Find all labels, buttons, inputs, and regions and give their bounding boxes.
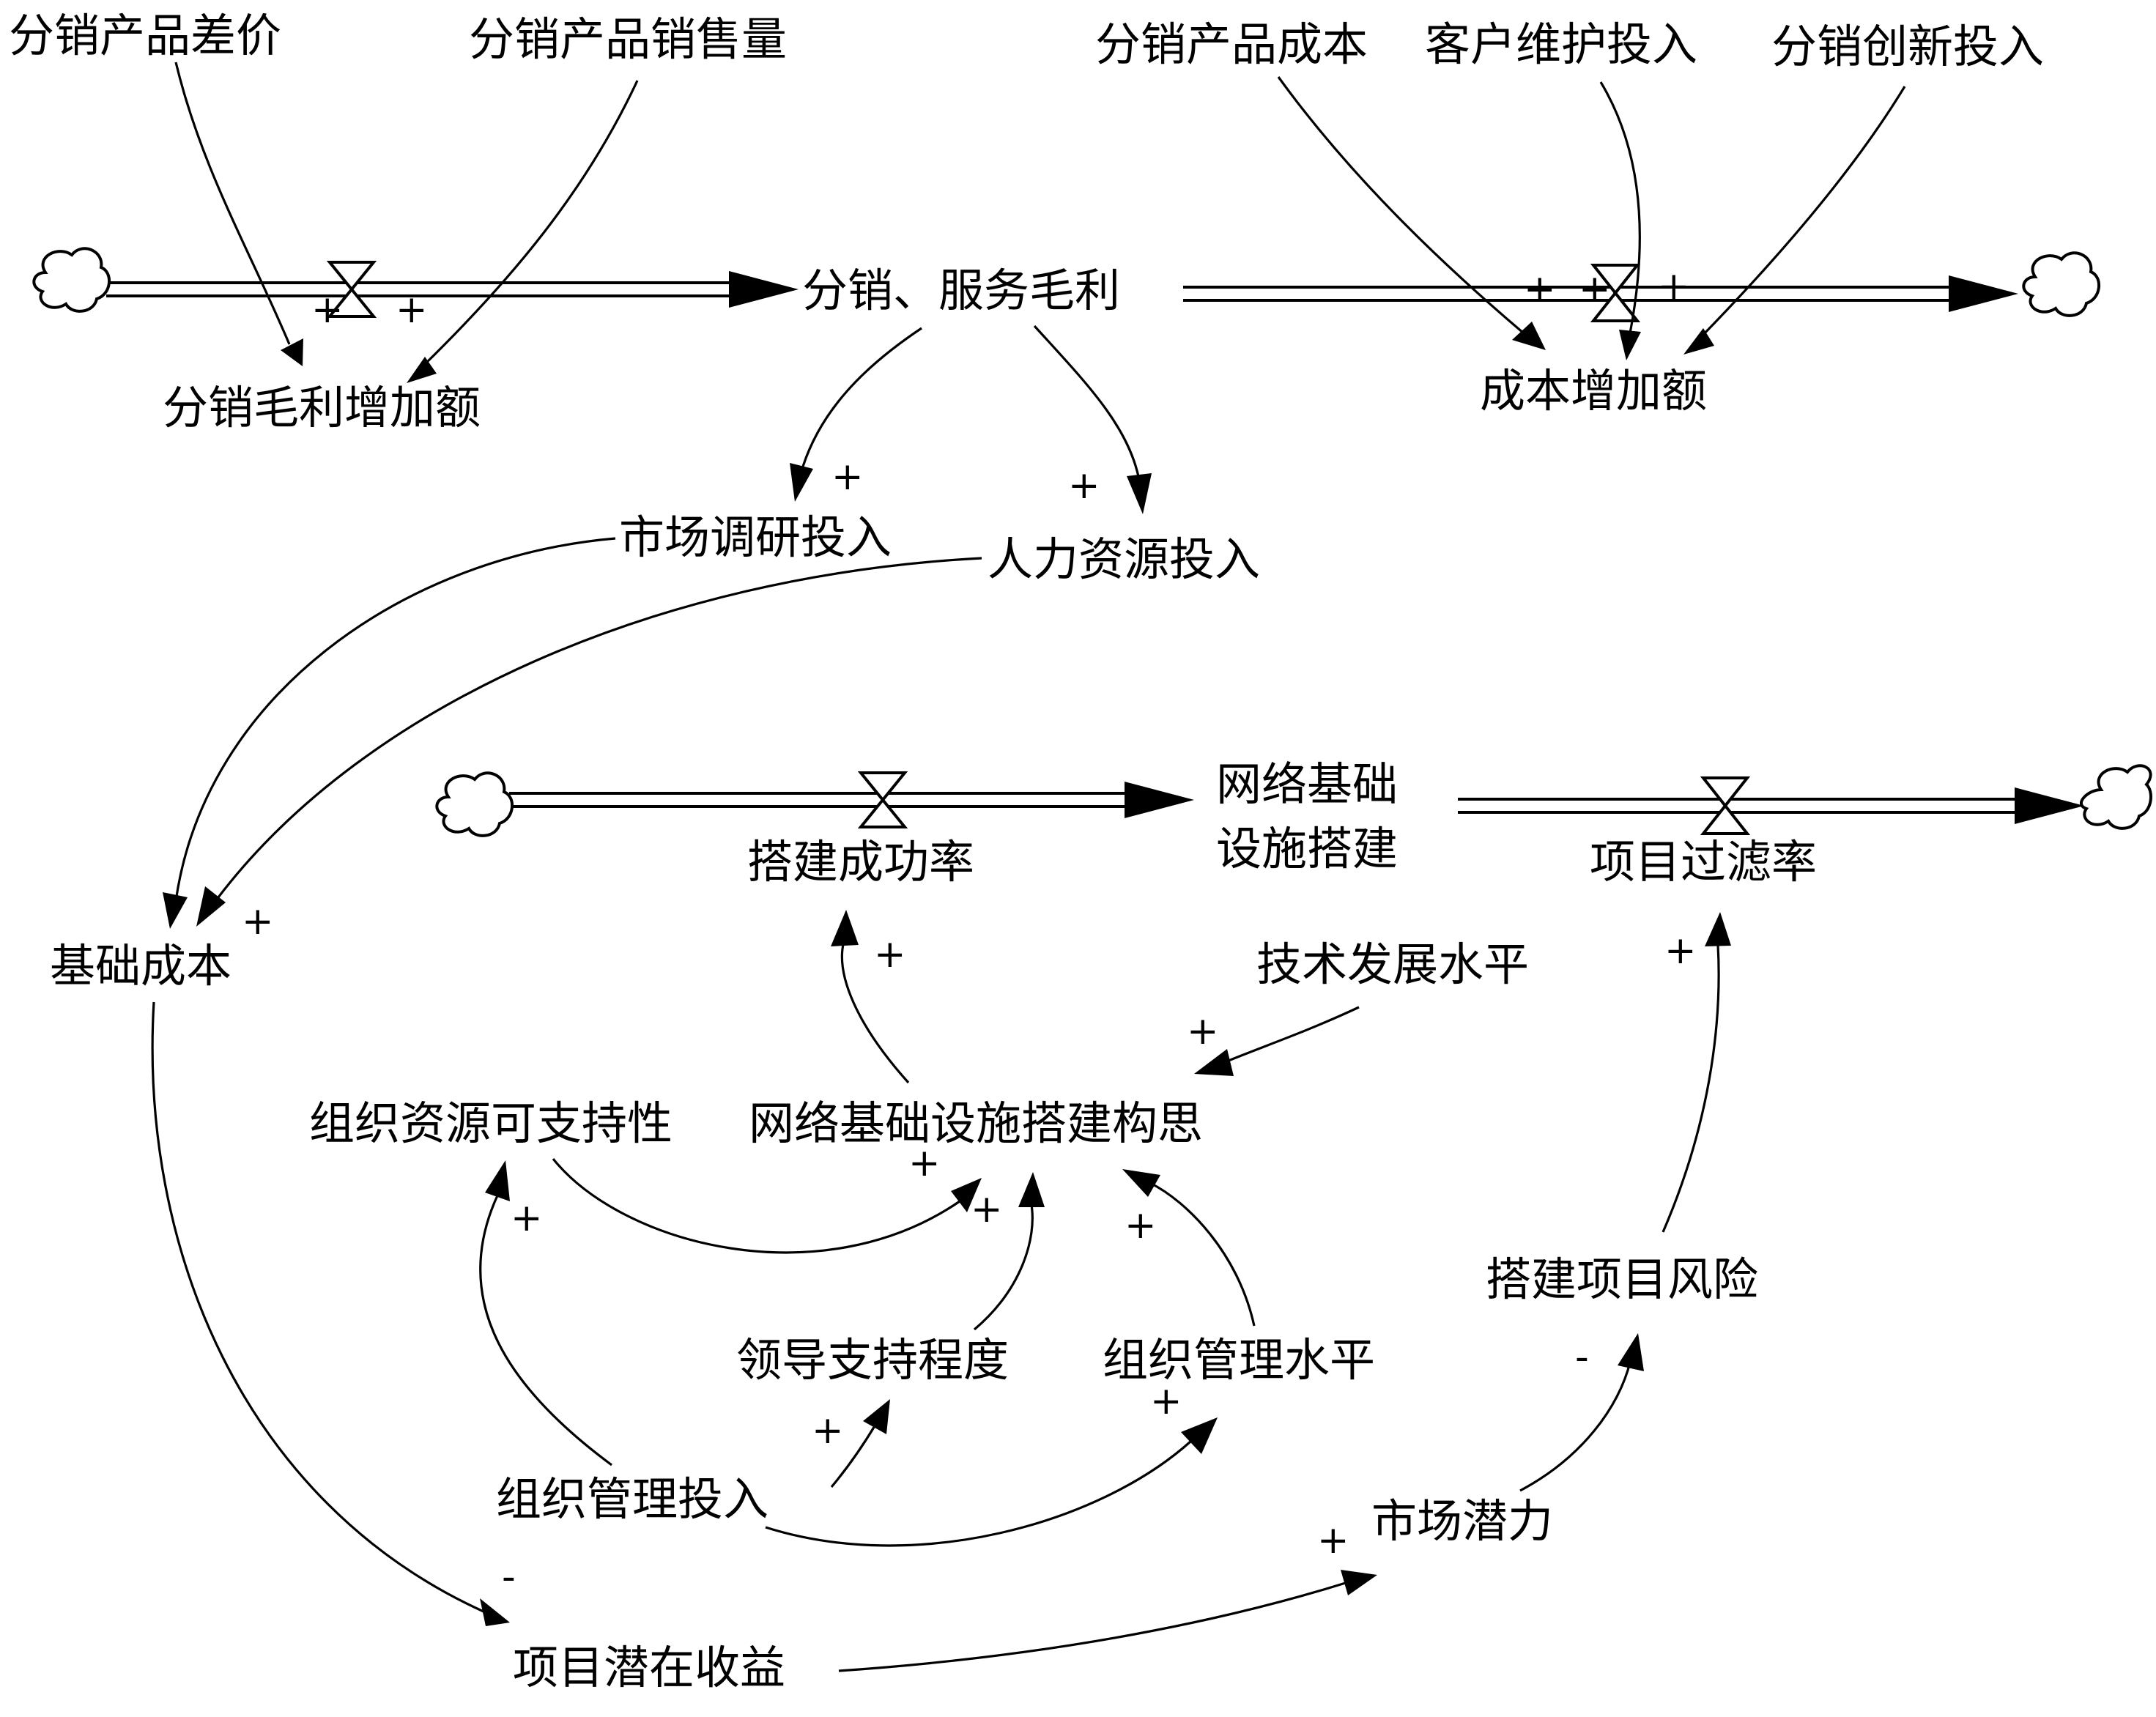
- sign-base-cost-to-revenue: -: [502, 1555, 516, 1599]
- link-customer-maintenance-to-cost-increase: [1599, 81, 1641, 334]
- sign-mgmt-to-resource: +: [511, 1196, 543, 1240]
- sign-risk-to-filter: +: [1664, 929, 1697, 973]
- valve-cost-increase: [1590, 264, 1641, 322]
- var-project-potential-revenue: 项目潜在收益: [513, 1641, 785, 1694]
- cloud-source-top-left-icon: [32, 247, 111, 313]
- sign-resource-to-concept: +: [908, 1141, 941, 1185]
- var-leader-support: 领导支持程度: [736, 1333, 1009, 1387]
- sign-revenue-to-market: +: [1317, 1518, 1349, 1562]
- link-innovation-to-cost-increase: [1698, 86, 1906, 340]
- link-hr-to-base-cost: [217, 557, 982, 898]
- sign-customer-maintenance: +: [1579, 267, 1611, 311]
- flow-cost-increase: 成本增加额: [1480, 364, 1707, 418]
- var-dist-product-cost: 分销产品成本: [1095, 18, 1368, 71]
- link-resource-support-to-concept: [552, 1157, 960, 1254]
- var-org-resource-support: 组织资源可支持性: [309, 1097, 673, 1150]
- sign-market-to-risk: -: [1575, 1335, 1589, 1379]
- valve-dist-margin-increase: [326, 261, 377, 318]
- valve-build-success-rate: [857, 771, 908, 828]
- var-org-mgmt-investment: 组织管理投入: [496, 1472, 768, 1526]
- link-sales-volume-to-margin-increase: [420, 80, 639, 369]
- link-mgmt-investment-to-mgmt-level: [765, 1440, 1192, 1547]
- link-market-potential-to-project-risk: [1519, 1362, 1631, 1492]
- flow-pipe-dist-margin-out: [1183, 275, 2018, 312]
- cloud-sink-top-right-icon: [2022, 251, 2101, 317]
- sign-tech-to-concept: +: [1187, 1009, 1219, 1053]
- link-price-diff-to-margin-increase: [174, 62, 291, 345]
- link-product-cost-to-cost-increase: [1277, 76, 1525, 335]
- link-mgmt-investment-to-resource-support: [479, 1193, 612, 1466]
- var-dist-innovation: 分销创新投入: [1771, 20, 2044, 73]
- link-tech-level-to-concept: [1224, 1006, 1360, 1064]
- cloud-source-middle-left-icon: [435, 771, 514, 837]
- sign-mgmt-to-leader: +: [812, 1409, 844, 1453]
- var-dist-price-diff: 分销产品差价: [9, 9, 281, 62]
- sign-leader-to-concept: +: [971, 1187, 1003, 1231]
- var-customer-maintenance: 客户维护投入: [1425, 18, 1697, 71]
- link-leader-support-to-concept: [973, 1204, 1034, 1331]
- var-market-research: 市场调研投入: [619, 511, 892, 564]
- var-build-project-risk: 搭建项目风险: [1486, 1253, 1758, 1306]
- valve-project-filter-rate: [1700, 776, 1751, 835]
- link-concept-to-success-rate: [840, 941, 910, 1084]
- sign-price-diff: +: [311, 288, 344, 332]
- sign-concept-to-success: +: [874, 932, 906, 976]
- flow-dist-margin-increase: 分销毛利增加额: [163, 381, 481, 434]
- link-project-risk-to-filter-rate: [1662, 944, 1720, 1233]
- var-org-mgmt-level: 组织管理水平: [1103, 1333, 1375, 1387]
- sign-to-base-cost: +: [242, 900, 274, 943]
- flow-build-success-rate: 搭建成功率: [747, 835, 974, 889]
- var-base-cost: 基础成本: [50, 939, 231, 993]
- link-margin-to-hr: [1033, 325, 1141, 481]
- flow-pipe-network-in: [509, 782, 1194, 818]
- sign-margin-to-hr: +: [1068, 464, 1100, 508]
- var-network-infra-concept: 网络基础设施搭建构思: [749, 1097, 1203, 1150]
- link-mgmt-investment-to-leader-support: [830, 1424, 877, 1488]
- stock-network-infra-line2: 设施搭建: [1216, 822, 1398, 875]
- stock-dist-service-margin: 分销、服务毛利: [802, 264, 1120, 317]
- link-market-research-to-base-cost: [174, 537, 616, 902]
- sign-margin-to-research: +: [831, 455, 864, 499]
- var-tech-level: 技术发展水平: [1256, 938, 1529, 991]
- link-margin-to-market-research: [801, 327, 922, 470]
- stock-network-infra-line1: 网络基础: [1216, 757, 1398, 811]
- var-market-potential: 市场潜力: [1371, 1494, 1553, 1548]
- flow-project-filter-rate: 项目过滤率: [1590, 835, 1817, 889]
- sign-sales-volume: +: [396, 288, 428, 332]
- link-base-cost-to-potential-revenue: [151, 1001, 484, 1613]
- flow-pipe-network-out: [1458, 787, 2084, 824]
- var-dist-sales-volume: 分销产品销售量: [469, 12, 787, 66]
- sign-innovation: +: [1658, 264, 1690, 308]
- flow-pipe-dist-margin-in: [106, 271, 799, 308]
- var-hr-investment: 人力资源投入: [988, 533, 1260, 586]
- link-potential-revenue-to-market-potential: [838, 1581, 1349, 1672]
- sign-mgmt-level-to-concept: +: [1125, 1204, 1157, 1247]
- sign-product-cost: +: [1524, 267, 1556, 311]
- link-mgmt-level-to-concept: [1149, 1182, 1256, 1327]
- cloud-sink-middle-right-icon: [2080, 764, 2152, 830]
- sign-mgmt-to-mgmt-level: +: [1150, 1379, 1182, 1423]
